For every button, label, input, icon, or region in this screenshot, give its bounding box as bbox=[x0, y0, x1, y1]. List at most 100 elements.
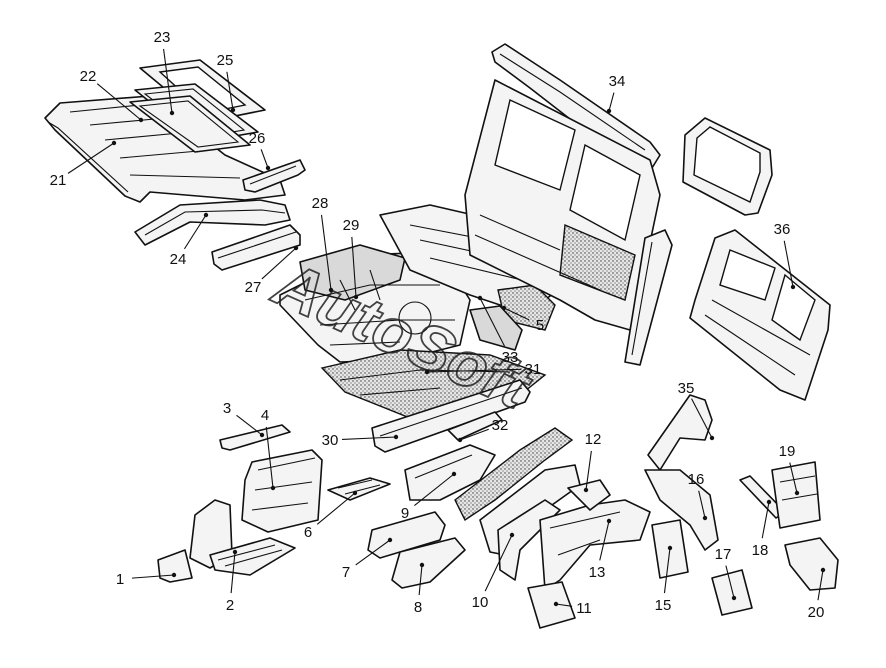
callout-dot bbox=[583, 487, 589, 493]
callout-dot bbox=[667, 545, 673, 551]
callout-number: 10 bbox=[472, 594, 489, 611]
callout-number: 26 bbox=[249, 130, 266, 147]
callout-dot bbox=[328, 287, 334, 293]
callout-number: 27 bbox=[245, 279, 262, 296]
callout-4: 4 bbox=[261, 407, 276, 491]
callout-leader bbox=[479, 297, 506, 347]
callout-number: 30 bbox=[322, 432, 339, 449]
callout-leader bbox=[783, 240, 794, 288]
callout-leader bbox=[608, 92, 615, 112]
part-1-bracket bbox=[157, 549, 193, 583]
part-20-bracket bbox=[784, 537, 839, 591]
callout-number: 25 bbox=[217, 52, 234, 69]
part-16-rear-fender bbox=[644, 469, 719, 551]
callout-15: 15 bbox=[655, 545, 673, 614]
callout-number: 1 bbox=[116, 571, 124, 588]
part-35-bracket bbox=[647, 394, 713, 471]
callout-leader bbox=[226, 71, 234, 111]
callout-dot bbox=[820, 567, 826, 573]
callout-dot bbox=[702, 515, 708, 521]
callout-dot bbox=[790, 284, 796, 290]
callout-dot bbox=[553, 601, 559, 607]
callout-16: 16 bbox=[688, 471, 708, 521]
callout-33: 33 bbox=[477, 295, 518, 366]
callout-dot bbox=[270, 485, 276, 491]
callout-dot bbox=[709, 435, 715, 441]
part-7-8-step-brackets bbox=[367, 511, 466, 589]
callout-leader bbox=[320, 214, 332, 291]
callout-leader bbox=[341, 436, 397, 441]
callout-dot bbox=[111, 140, 117, 146]
callout-number: 9 bbox=[401, 505, 409, 522]
callout-leader bbox=[230, 551, 236, 594]
callout-number: 31 bbox=[525, 361, 542, 378]
part-3-bracket bbox=[219, 424, 291, 451]
part-26-bracket bbox=[242, 159, 306, 193]
callout-25: 25 bbox=[217, 52, 236, 113]
callout-dot bbox=[293, 245, 299, 251]
callout-number: 29 bbox=[343, 217, 360, 234]
callout-leader bbox=[418, 564, 423, 596]
callout-leader bbox=[414, 473, 455, 506]
callout-leader bbox=[663, 547, 671, 594]
callout-dot bbox=[731, 595, 737, 601]
callout-leader bbox=[316, 492, 356, 525]
callout-dot bbox=[606, 108, 612, 114]
callout-26: 26 bbox=[249, 130, 271, 171]
callout-dot bbox=[477, 295, 483, 301]
part-window-seal bbox=[682, 117, 773, 216]
callout-23: 23 bbox=[154, 29, 175, 116]
callout-8: 8 bbox=[414, 562, 425, 616]
callout-1: 1 bbox=[116, 571, 177, 588]
callout-dot bbox=[424, 369, 430, 375]
part-30-crossmember bbox=[371, 379, 531, 453]
callout-number: 28 bbox=[312, 195, 329, 212]
part-2-step-assembly bbox=[189, 499, 296, 576]
callout-number: 24 bbox=[170, 251, 187, 268]
callout-leader bbox=[691, 398, 713, 439]
callout-number: 35 bbox=[678, 380, 695, 397]
callout-dot bbox=[766, 499, 772, 505]
callout-number: 2 bbox=[226, 597, 234, 614]
part-19-plate bbox=[771, 461, 821, 529]
callout-22: 22 bbox=[80, 68, 144, 123]
callout-leader bbox=[265, 426, 274, 489]
callout-leader bbox=[761, 501, 770, 539]
callout-31: 31 bbox=[424, 361, 542, 378]
callout-number: 22 bbox=[80, 68, 97, 85]
callout-number: 4 bbox=[261, 407, 269, 424]
callout-18: 18 bbox=[752, 499, 772, 559]
callout-leader bbox=[459, 428, 489, 441]
callout-13: 13 bbox=[589, 518, 612, 581]
callout-leader bbox=[585, 450, 592, 491]
callout-number: 11 bbox=[576, 600, 592, 617]
callout-leader bbox=[725, 565, 735, 599]
callout-17: 17 bbox=[715, 546, 737, 601]
callout-number: 19 bbox=[779, 443, 796, 460]
part-b-pillar bbox=[624, 229, 673, 366]
callout-dot bbox=[501, 305, 507, 311]
part-4-storage-box bbox=[241, 449, 323, 533]
callout-leader bbox=[260, 149, 269, 169]
callout-34: 34 bbox=[606, 73, 625, 114]
part-27-cowl-bar bbox=[211, 224, 301, 271]
callout-leader bbox=[817, 569, 824, 601]
part-17-flap bbox=[711, 569, 753, 616]
callout-5: 5 bbox=[501, 305, 544, 334]
callout-3: 3 bbox=[223, 400, 265, 438]
callout-30: 30 bbox=[322, 432, 399, 449]
callout-number: 32 bbox=[492, 417, 509, 434]
callout-2: 2 bbox=[226, 549, 238, 614]
part-11-mud-flap bbox=[527, 581, 576, 629]
callout-number: 20 bbox=[808, 604, 825, 621]
callout-36: 36 bbox=[774, 221, 796, 290]
callout-number: 7 bbox=[342, 564, 350, 581]
callout-number: 36 bbox=[774, 221, 791, 238]
part-32-bracket bbox=[447, 411, 503, 441]
callout-leader bbox=[698, 490, 706, 519]
callout-leader bbox=[261, 247, 297, 280]
callout-leader bbox=[355, 539, 391, 566]
callout-dot bbox=[419, 562, 425, 568]
callout-leader bbox=[503, 307, 530, 321]
part-6-step-plate bbox=[327, 477, 391, 501]
